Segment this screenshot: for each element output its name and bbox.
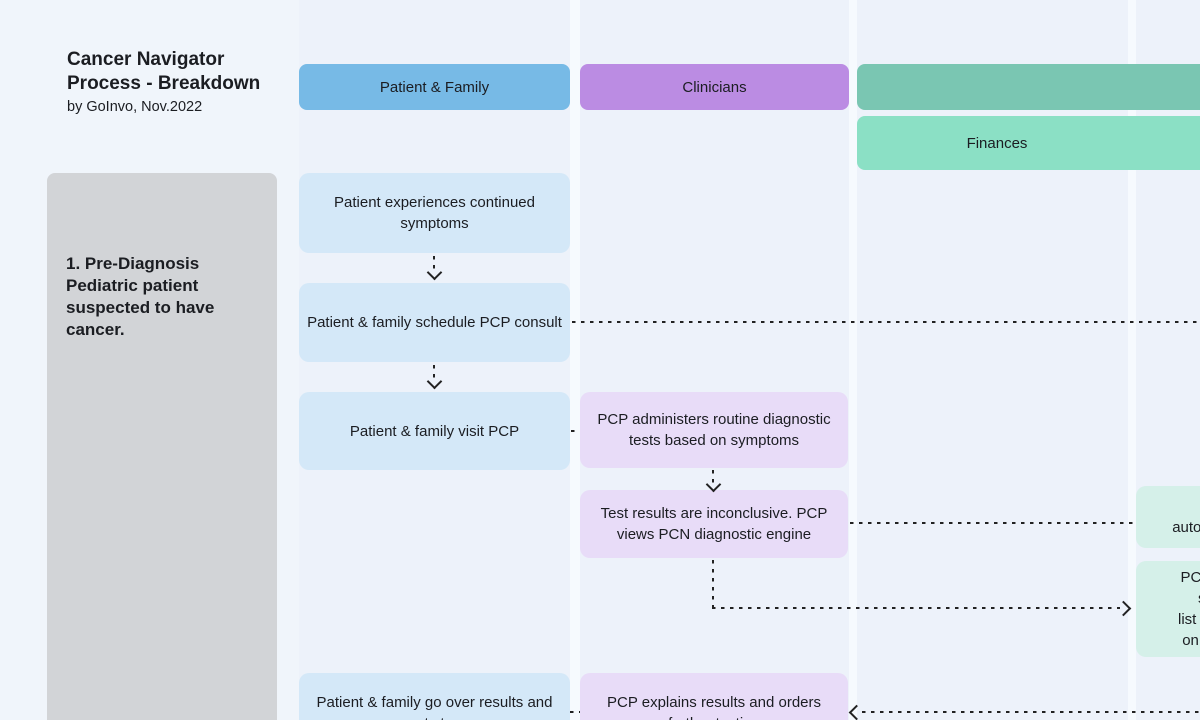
box-go-over-results: Patient & family go over results and nex…: [299, 673, 570, 720]
lane-header-patient-family: Patient & Family: [299, 64, 570, 110]
box-pcp-explains-results: PCP explains results and orders further …: [580, 673, 848, 720]
lane-column-clinicians: [580, 0, 849, 720]
lane-gap: [849, 0, 857, 720]
box-pcn-standardized-list: PCN diagnostic engine displays standardi…: [1136, 561, 1200, 657]
page-byline: by GoInvo, Nov.2022: [67, 99, 203, 115]
lane-gap: [1128, 0, 1136, 720]
lane-header-label: Clinicians: [682, 78, 747, 96]
dashed-connector: [570, 711, 580, 713]
page-title: Cancer Navigator Process - Breakdown: [67, 49, 261, 94]
dashed-connector: [572, 321, 1200, 323]
box-patient-symptoms: Patient experiences continued symptoms: [299, 173, 570, 253]
dashed-connector: [862, 711, 1200, 713]
dashed-connector: [712, 470, 714, 484]
box-visit-pcp: Patient & family visit PCP: [299, 392, 570, 470]
box-schedule-pcp-consult: Patient & family schedule PCP consult: [299, 283, 570, 362]
dashed-connector: [433, 365, 435, 381]
dashed-connector: [850, 522, 1133, 524]
dashed-connector: [712, 560, 714, 608]
dashed-connector: [712, 607, 1120, 609]
box-pcp-administers-tests: PCP administers routine diagnostic tests…: [580, 392, 848, 468]
dashed-connector: [571, 430, 580, 432]
lane-header-finances: Finances: [857, 116, 1200, 170]
lane-gap: [570, 0, 580, 720]
phase-1-pre-diagnosis: 1. Pre-Diagnosis Pediatric patient suspe…: [47, 173, 277, 720]
box-results-inconclusive: Test results are inconclusive. PCP views…: [580, 490, 848, 558]
lane-header-right-group: [857, 64, 1200, 110]
lane-header-label: Finances: [966, 134, 1028, 152]
lane-header-clinicians: Clinicians: [580, 64, 849, 110]
lane-header-label: Patient & Family: [379, 78, 490, 96]
dashed-connector: [433, 256, 435, 272]
box-pcn-auto-analysis: PCN's diagnostic engine automatically an…: [1136, 486, 1200, 548]
